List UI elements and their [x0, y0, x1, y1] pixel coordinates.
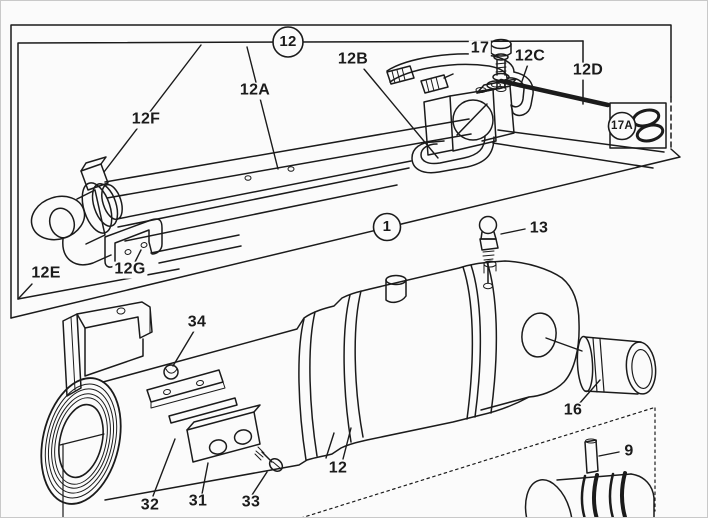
piston-partial: [524, 471, 655, 517]
callout-16-label: 16: [561, 401, 585, 420]
cylinder-body: [40, 260, 580, 517]
callout-12g-label: 12G: [112, 260, 148, 279]
callout-12e-label: 12E: [29, 264, 63, 283]
callout-13-label: 13: [527, 219, 551, 238]
o-ring-lower: [635, 123, 665, 143]
callout-1-circle-label: 1: [382, 218, 392, 236]
callout-12b-label: 12B: [335, 50, 371, 69]
callout-12a-label: 12A: [237, 81, 273, 100]
screw-34: [163, 364, 179, 380]
bracket-12g: [104, 218, 163, 268]
dowel-pin-9: [584, 438, 599, 474]
tube-valve-assembly: [386, 38, 665, 174]
callout-12c-label: 12C: [512, 47, 548, 66]
callout-12d-label: 12D: [570, 61, 606, 80]
callout-34-label: 34: [185, 313, 209, 332]
clamp-block-31: [186, 411, 261, 463]
callout-17-label: 17: [468, 39, 492, 58]
screw-33: [254, 446, 284, 472]
clamp-plate-32: [146, 369, 224, 403]
clamp-parts: [146, 364, 284, 472]
callout-12f-label: 12F: [129, 110, 163, 129]
end-cap-16: [576, 335, 657, 395]
callout-circles: [272, 26, 637, 242]
callout-32-label: 32: [138, 496, 162, 515]
lock-block-12f: [80, 163, 109, 191]
cylinder-mount-bracket: [62, 301, 153, 397]
dashed-detail-frame: [302, 407, 656, 517]
callout-12-circle-label: 12: [279, 33, 297, 51]
callout-9-label: 9: [622, 442, 636, 461]
callout-17a-circle-label: 17A: [611, 119, 633, 132]
callout-31-label: 31: [186, 492, 210, 511]
grease-fitting-13: [478, 215, 499, 290]
leader-lines: [18, 44, 620, 497]
cap-bore-hole: [521, 312, 557, 358]
callout-12-cylinder-label: 12: [326, 459, 350, 478]
parts-box-frame: [10, 24, 681, 319]
callout-circle-12: [272, 26, 304, 58]
callout-33-label: 33: [239, 493, 263, 512]
rod-gland-assembly: [30, 118, 472, 268]
callout-circle-1: [372, 212, 402, 242]
callout-circle-17a: [607, 111, 637, 141]
